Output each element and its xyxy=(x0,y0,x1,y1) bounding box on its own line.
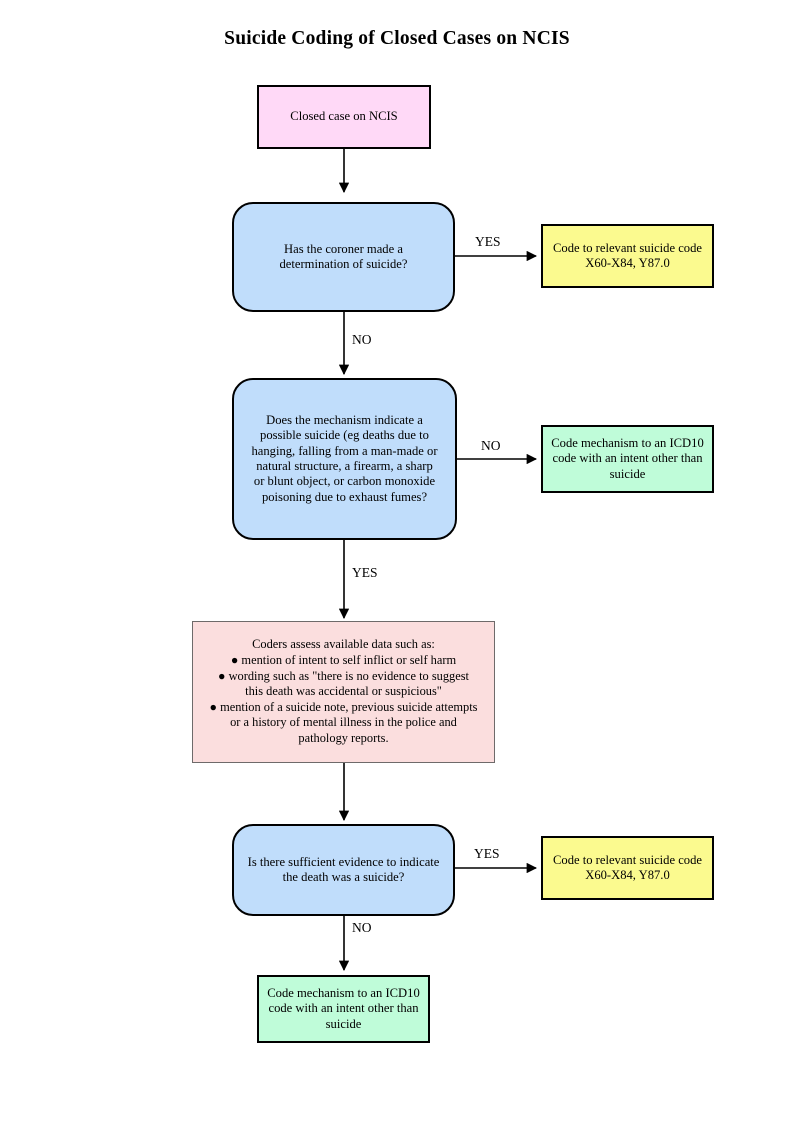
node-decision-coroner-determination[interactable]: Has the coroner made a determination of … xyxy=(232,202,455,312)
edge-label-d3-yes: YES xyxy=(474,846,500,861)
node-coders-assess-available-data[interactable]: Coders assess available data such as: ● … xyxy=(192,621,495,763)
node-label: Has the coroner made a determination of … xyxy=(279,241,408,271)
node-label: Code to relevant suicide code X60-X84, Y… xyxy=(553,852,702,882)
edge-label-d3-no: NO xyxy=(352,920,372,935)
node-decision-sufficient-evidence[interactable]: Is there sufficient evidence to indicate… xyxy=(232,824,455,916)
node-code-relevant-suicide-code-upper[interactable]: Code to relevant suicide code X60-X84, Y… xyxy=(541,224,714,288)
page-title: Suicide Coding of Closed Cases on NCIS xyxy=(224,28,570,49)
node-label: Code mechanism to an ICD10 code with an … xyxy=(267,985,420,1031)
node-code-relevant-suicide-code-lower[interactable]: Code to relevant suicide code X60-X84, Y… xyxy=(541,836,714,900)
node-closed-case-on-ncis[interactable]: Closed case on NCIS xyxy=(257,85,431,149)
node-label: Closed case on NCIS xyxy=(290,109,398,124)
node-label: Is there sufficient evidence to indicate… xyxy=(247,854,440,884)
node-code-mechanism-icd10-upper[interactable]: Code mechanism to an ICD10 code with an … xyxy=(541,425,714,493)
node-code-mechanism-icd10-lower[interactable]: Code mechanism to an ICD10 code with an … xyxy=(257,975,430,1043)
node-label: Coders assess available data such as: ● … xyxy=(209,637,478,745)
edge-label-d2-no: NO xyxy=(481,438,501,453)
node-label: Does the mechanism indicate a possible s… xyxy=(251,412,438,504)
edge-label-d1-no: NO xyxy=(352,332,372,347)
edge-label-d2-yes: YES xyxy=(352,565,378,580)
node-label: Code to relevant suicide code X60-X84, Y… xyxy=(553,240,702,270)
node-label: Code mechanism to an ICD10 code with an … xyxy=(551,435,704,481)
edge-label-d1-yes: YES xyxy=(475,234,501,249)
node-decision-mechanism-indicates-suicide[interactable]: Does the mechanism indicate a possible s… xyxy=(232,378,457,540)
